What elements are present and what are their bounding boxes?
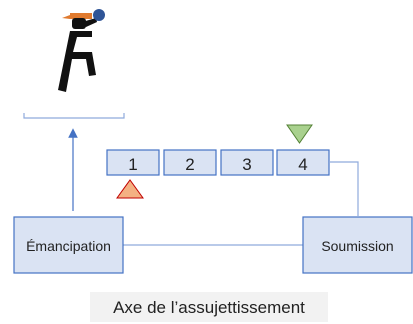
svg-text:2: 2	[185, 155, 194, 174]
scale-cell-2: 2	[163, 149, 217, 176]
connector-scale-to-soumission	[329, 161, 359, 216]
svg-text:1: 1	[128, 155, 137, 174]
fighter-stick-figure-icon	[58, 9, 105, 92]
scale-cell-3: 3	[220, 149, 274, 176]
scale-cell-1: 1	[106, 149, 160, 176]
emancipation-box: Émancipation	[13, 216, 124, 274]
triangle-up-icon	[116, 179, 144, 199]
svg-text:Émancipation: Émancipation	[26, 238, 111, 254]
figure-base-bracket	[23, 113, 125, 119]
triangle-down-icon	[286, 124, 313, 144]
scale-cell-4: 4	[276, 149, 330, 176]
svg-text:4: 4	[298, 155, 307, 174]
svg-text:Axe de l’assujettissement: Axe de l’assujettissement	[113, 298, 305, 317]
soumission-box: Soumission	[302, 216, 413, 274]
svg-text:Soumission: Soumission	[321, 238, 393, 254]
svg-text:3: 3	[242, 155, 251, 174]
diagram-caption: Axe de l’assujettissement	[90, 292, 328, 322]
